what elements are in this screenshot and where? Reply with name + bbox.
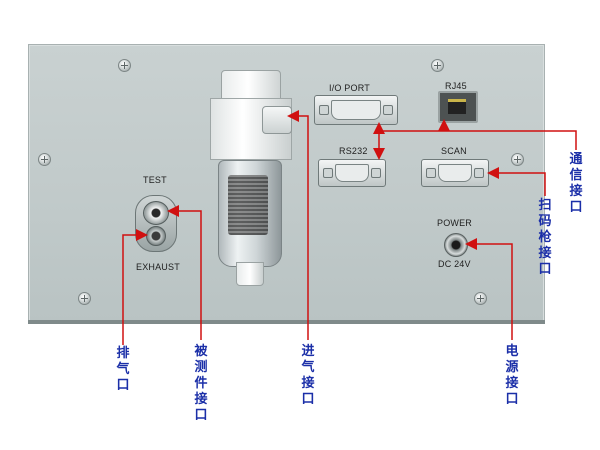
scan-callout-line bbox=[487, 167, 546, 196]
power-callout-line bbox=[465, 238, 513, 340]
comm-port-callout: 通信接口 bbox=[569, 152, 583, 215]
filter-element bbox=[228, 175, 268, 235]
exhaust-label: EXHAUST bbox=[136, 262, 180, 272]
exhaust-callout-line bbox=[122, 229, 148, 345]
rj45-port[interactable] bbox=[438, 91, 478, 123]
test-callout-line bbox=[167, 205, 202, 340]
scan-label: SCAN bbox=[441, 146, 467, 156]
screw-icon bbox=[38, 153, 51, 166]
inlet-port-callout: 进气接口 bbox=[301, 344, 315, 407]
screw-icon bbox=[118, 59, 131, 72]
screw-icon bbox=[431, 59, 444, 72]
screw-icon bbox=[511, 153, 524, 166]
dc24v-label: DC 24V bbox=[438, 259, 471, 269]
rs232-connector[interactable] bbox=[318, 159, 386, 187]
power-label: POWER bbox=[437, 218, 473, 228]
test-label: TEST bbox=[143, 175, 167, 185]
rj45-label: RJ45 bbox=[445, 81, 467, 91]
power-jack[interactable] bbox=[444, 233, 468, 257]
rs232-label: RS232 bbox=[339, 146, 368, 156]
scanner-port-callout: 扫码枪接口 bbox=[538, 198, 552, 277]
io-port-connector[interactable] bbox=[314, 95, 398, 125]
scan-connector[interactable] bbox=[421, 159, 489, 187]
filter-drain bbox=[236, 262, 264, 286]
screw-icon bbox=[474, 292, 487, 305]
inlet-callout-line bbox=[287, 110, 309, 340]
comm-callout-line bbox=[379, 130, 577, 150]
panel-base bbox=[28, 320, 545, 324]
power-port-callout: 电源接口 bbox=[505, 344, 519, 407]
screw-icon bbox=[78, 292, 91, 305]
exhaust-port-callout: 排气口 bbox=[116, 346, 130, 393]
test-port-callout: 被测件接口 bbox=[194, 344, 208, 423]
io-port-label: I/O PORT bbox=[329, 83, 370, 93]
